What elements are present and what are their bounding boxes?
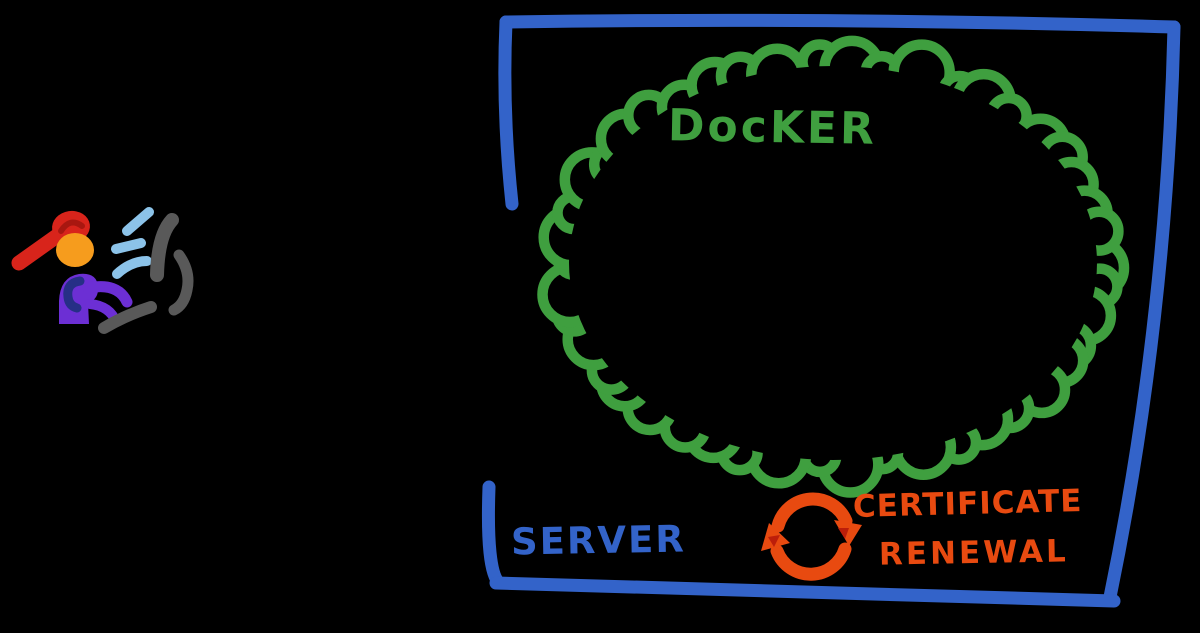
- refresh-top-arrowhead: [834, 520, 862, 546]
- refresh-arrow-accent-left: [768, 535, 780, 547]
- computer-monitor-side: [168, 249, 194, 316]
- person-arm-upper: [82, 281, 133, 308]
- certificate-renewal-label-line2: RENEWAL: [878, 533, 1070, 573]
- certificate-renewal-label-line1: CERTIFICATE: [852, 483, 1083, 525]
- person-shoulder-accent: [63, 276, 85, 313]
- docker-cloud-label: DocKER: [667, 100, 878, 155]
- server-box-outline: [481, 13, 1181, 608]
- server-box-right-edge: [1103, 20, 1181, 604]
- server-box-top-edge: [499, 13, 1181, 34]
- computer-keyboard-icon: [98, 301, 157, 334]
- person-at-computer-doodle: [11, 207, 194, 334]
- typing-mark-1: [122, 207, 154, 236]
- refresh-top-arc: [771, 492, 853, 533]
- server-box-left-edge-upper: [498, 15, 519, 211]
- docker-cloud-outline: [537, 35, 1130, 498]
- person-head: [56, 233, 94, 267]
- computer-monitor-icon: [150, 213, 179, 282]
- person-cap-brim: [11, 228, 65, 271]
- typing-mark-3: [112, 256, 152, 279]
- typing-mark-2: [111, 238, 146, 254]
- refresh-arrow-accent-right: [838, 528, 849, 539]
- server-box-bottom-edge: [489, 576, 1121, 608]
- refresh-bottom-arc: [770, 542, 852, 581]
- refresh-cycle-icon: [761, 492, 862, 581]
- server-box-label: SERVER: [510, 517, 687, 564]
- cloud-interior: [569, 66, 1097, 460]
- server-box-left-edge-lower: [481, 480, 506, 590]
- person-cap-shadow: [58, 219, 85, 234]
